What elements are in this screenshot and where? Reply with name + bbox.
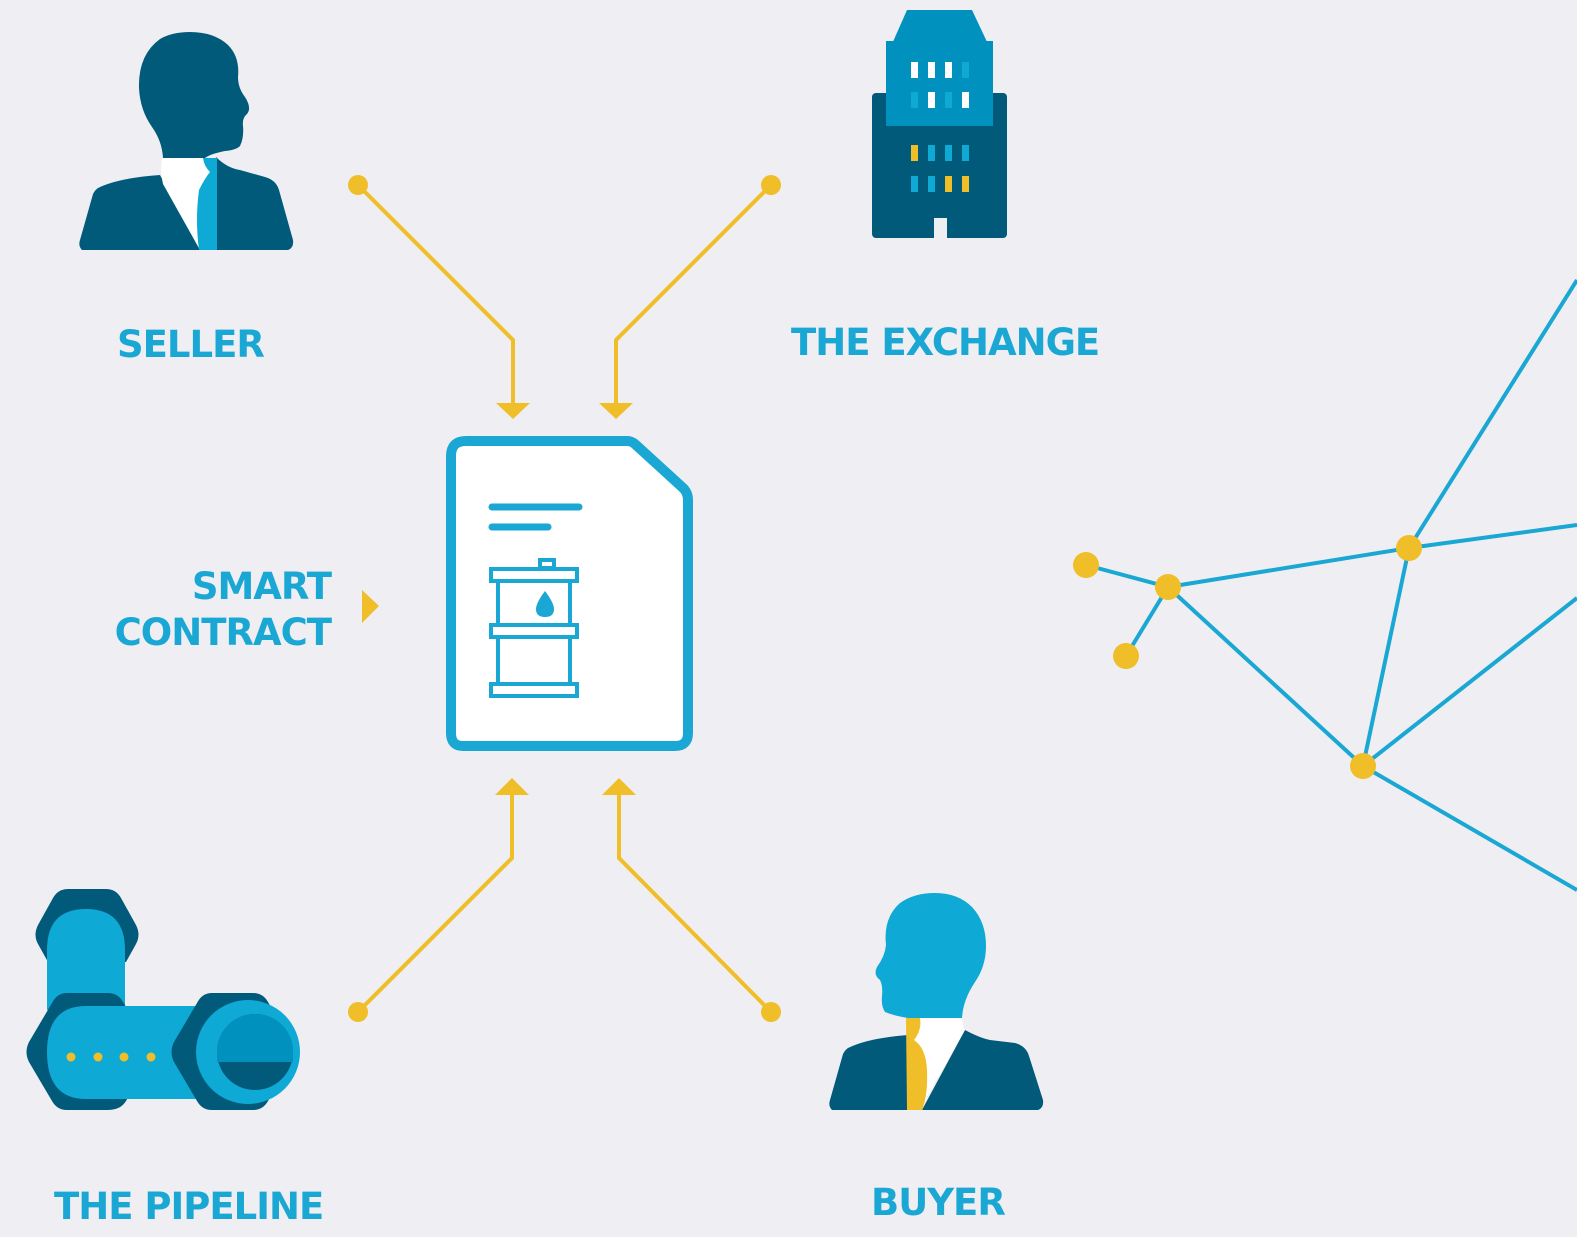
network-node <box>1073 552 1099 578</box>
connector-buyer <box>602 778 781 1022</box>
arrow-down-icon <box>599 403 633 419</box>
document-oil-barrel-icon <box>446 436 693 751</box>
network-node <box>1396 535 1422 561</box>
building-door <box>934 218 947 238</box>
businessman-icon <box>829 893 1044 1110</box>
network-node <box>1155 574 1181 600</box>
network-node <box>1113 643 1139 669</box>
label-buyer: BUYER <box>871 1181 1006 1224</box>
label-pipeline: THE PIPELINE <box>54 1185 324 1228</box>
label-exchange: THE EXCHANGE <box>791 321 1100 364</box>
oil-barrel-icon <box>489 558 579 698</box>
pipeline-icon <box>26 889 300 1110</box>
network-nodes <box>1073 535 1422 779</box>
network-edges <box>1085 278 1577 892</box>
arrow-up-icon <box>495 778 529 795</box>
building-windows <box>911 62 969 192</box>
pointer-arrow-icon <box>362 590 379 623</box>
pipeline-dots <box>66 1052 156 1062</box>
connector-pipeline <box>348 778 529 1022</box>
oil-drop-icon <box>536 591 554 617</box>
businessman-icon <box>79 32 294 250</box>
connector-exchange <box>599 175 781 419</box>
label-seller: SELLER <box>117 323 265 366</box>
label-smart-contract-line2: CONTRACT <box>114 611 332 654</box>
network-node <box>1350 753 1376 779</box>
arrow-down-icon <box>496 403 530 419</box>
connector-seller <box>348 175 530 419</box>
building-icon <box>872 10 1007 238</box>
label-smart-contract-line1: SMART <box>191 565 332 608</box>
network-graph-icon <box>1073 278 1577 892</box>
label-smart-contract: SMART CONTRACT <box>114 564 332 656</box>
arrow-up-icon <box>602 778 636 795</box>
